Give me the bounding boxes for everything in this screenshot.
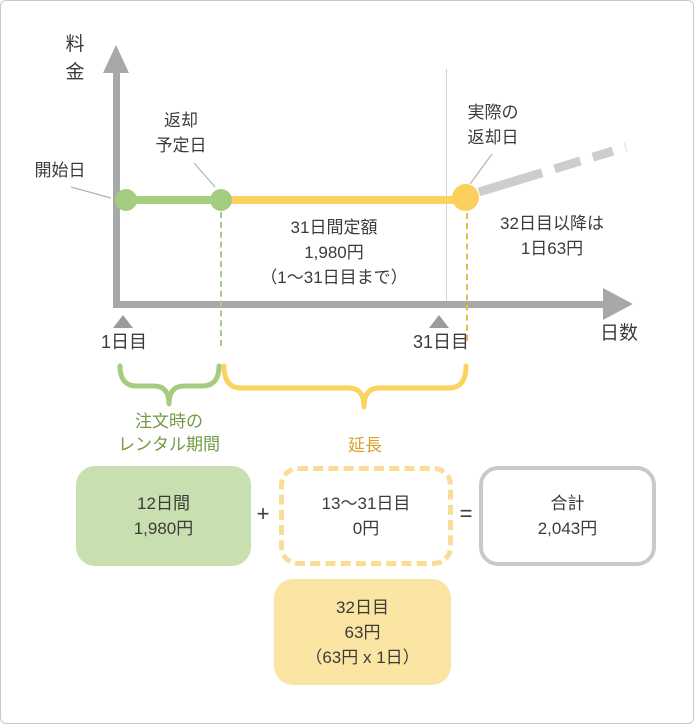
overage-dashed-trend-line [477, 142, 628, 197]
y-axis-label: 料金 [65, 34, 85, 83]
green-underbrace [117, 363, 222, 407]
total-box: 合計 2,043円 [479, 466, 656, 566]
equals-operator: = [459, 501, 473, 526]
extension-brace-label: 延長 [348, 436, 382, 455]
overage-note: 32日目以降は 1日63円 [500, 214, 604, 258]
actual-return-label: 実際の 返却日 [467, 103, 519, 147]
x-axis-arrow-icon [603, 288, 633, 320]
flat-rate-note: 31日間定額 1,980円 （1〜31日目まで） [260, 218, 408, 287]
actual-return-connector-line [469, 153, 493, 185]
start-date-label: 開始日 [34, 161, 86, 180]
overage-price-box: 32日目 63円 （63円 x 1日） [274, 579, 451, 685]
start-date-dot [115, 189, 137, 211]
rental-period-segment [124, 196, 223, 204]
x-axis-line [113, 301, 605, 308]
day31-tick-icon [429, 315, 449, 328]
scheduled-return-dashed-line [220, 212, 222, 346]
scheduled-return-label: 返却 予定日 [155, 111, 207, 155]
day1-tick-label: 1日目 [100, 332, 147, 352]
plus-operator: + [256, 501, 270, 526]
actual-return-dot [452, 184, 479, 211]
flat-rate-extension-segment [223, 196, 463, 204]
day31-reference-line [446, 69, 447, 301]
scheduled-return-connector-line [193, 162, 216, 188]
rental-period-brace-label: 注文時の レンタル期間 [118, 412, 220, 454]
y-axis-line [113, 71, 120, 305]
day31-tick-label: 31日目 [412, 332, 470, 352]
free-extension-box: 13〜31日目 0円 [279, 466, 453, 566]
base-price-box: 12日間 1,980円 [76, 466, 251, 566]
x-axis-label: 日数 [599, 323, 638, 344]
y-axis-arrow-icon [103, 45, 129, 73]
actual-return-dashed-line [466, 213, 468, 341]
start-date-connector-line [70, 186, 112, 199]
yellow-underbrace [221, 363, 469, 410]
day1-tick-icon [113, 315, 133, 328]
scheduled-return-dot [210, 189, 232, 211]
